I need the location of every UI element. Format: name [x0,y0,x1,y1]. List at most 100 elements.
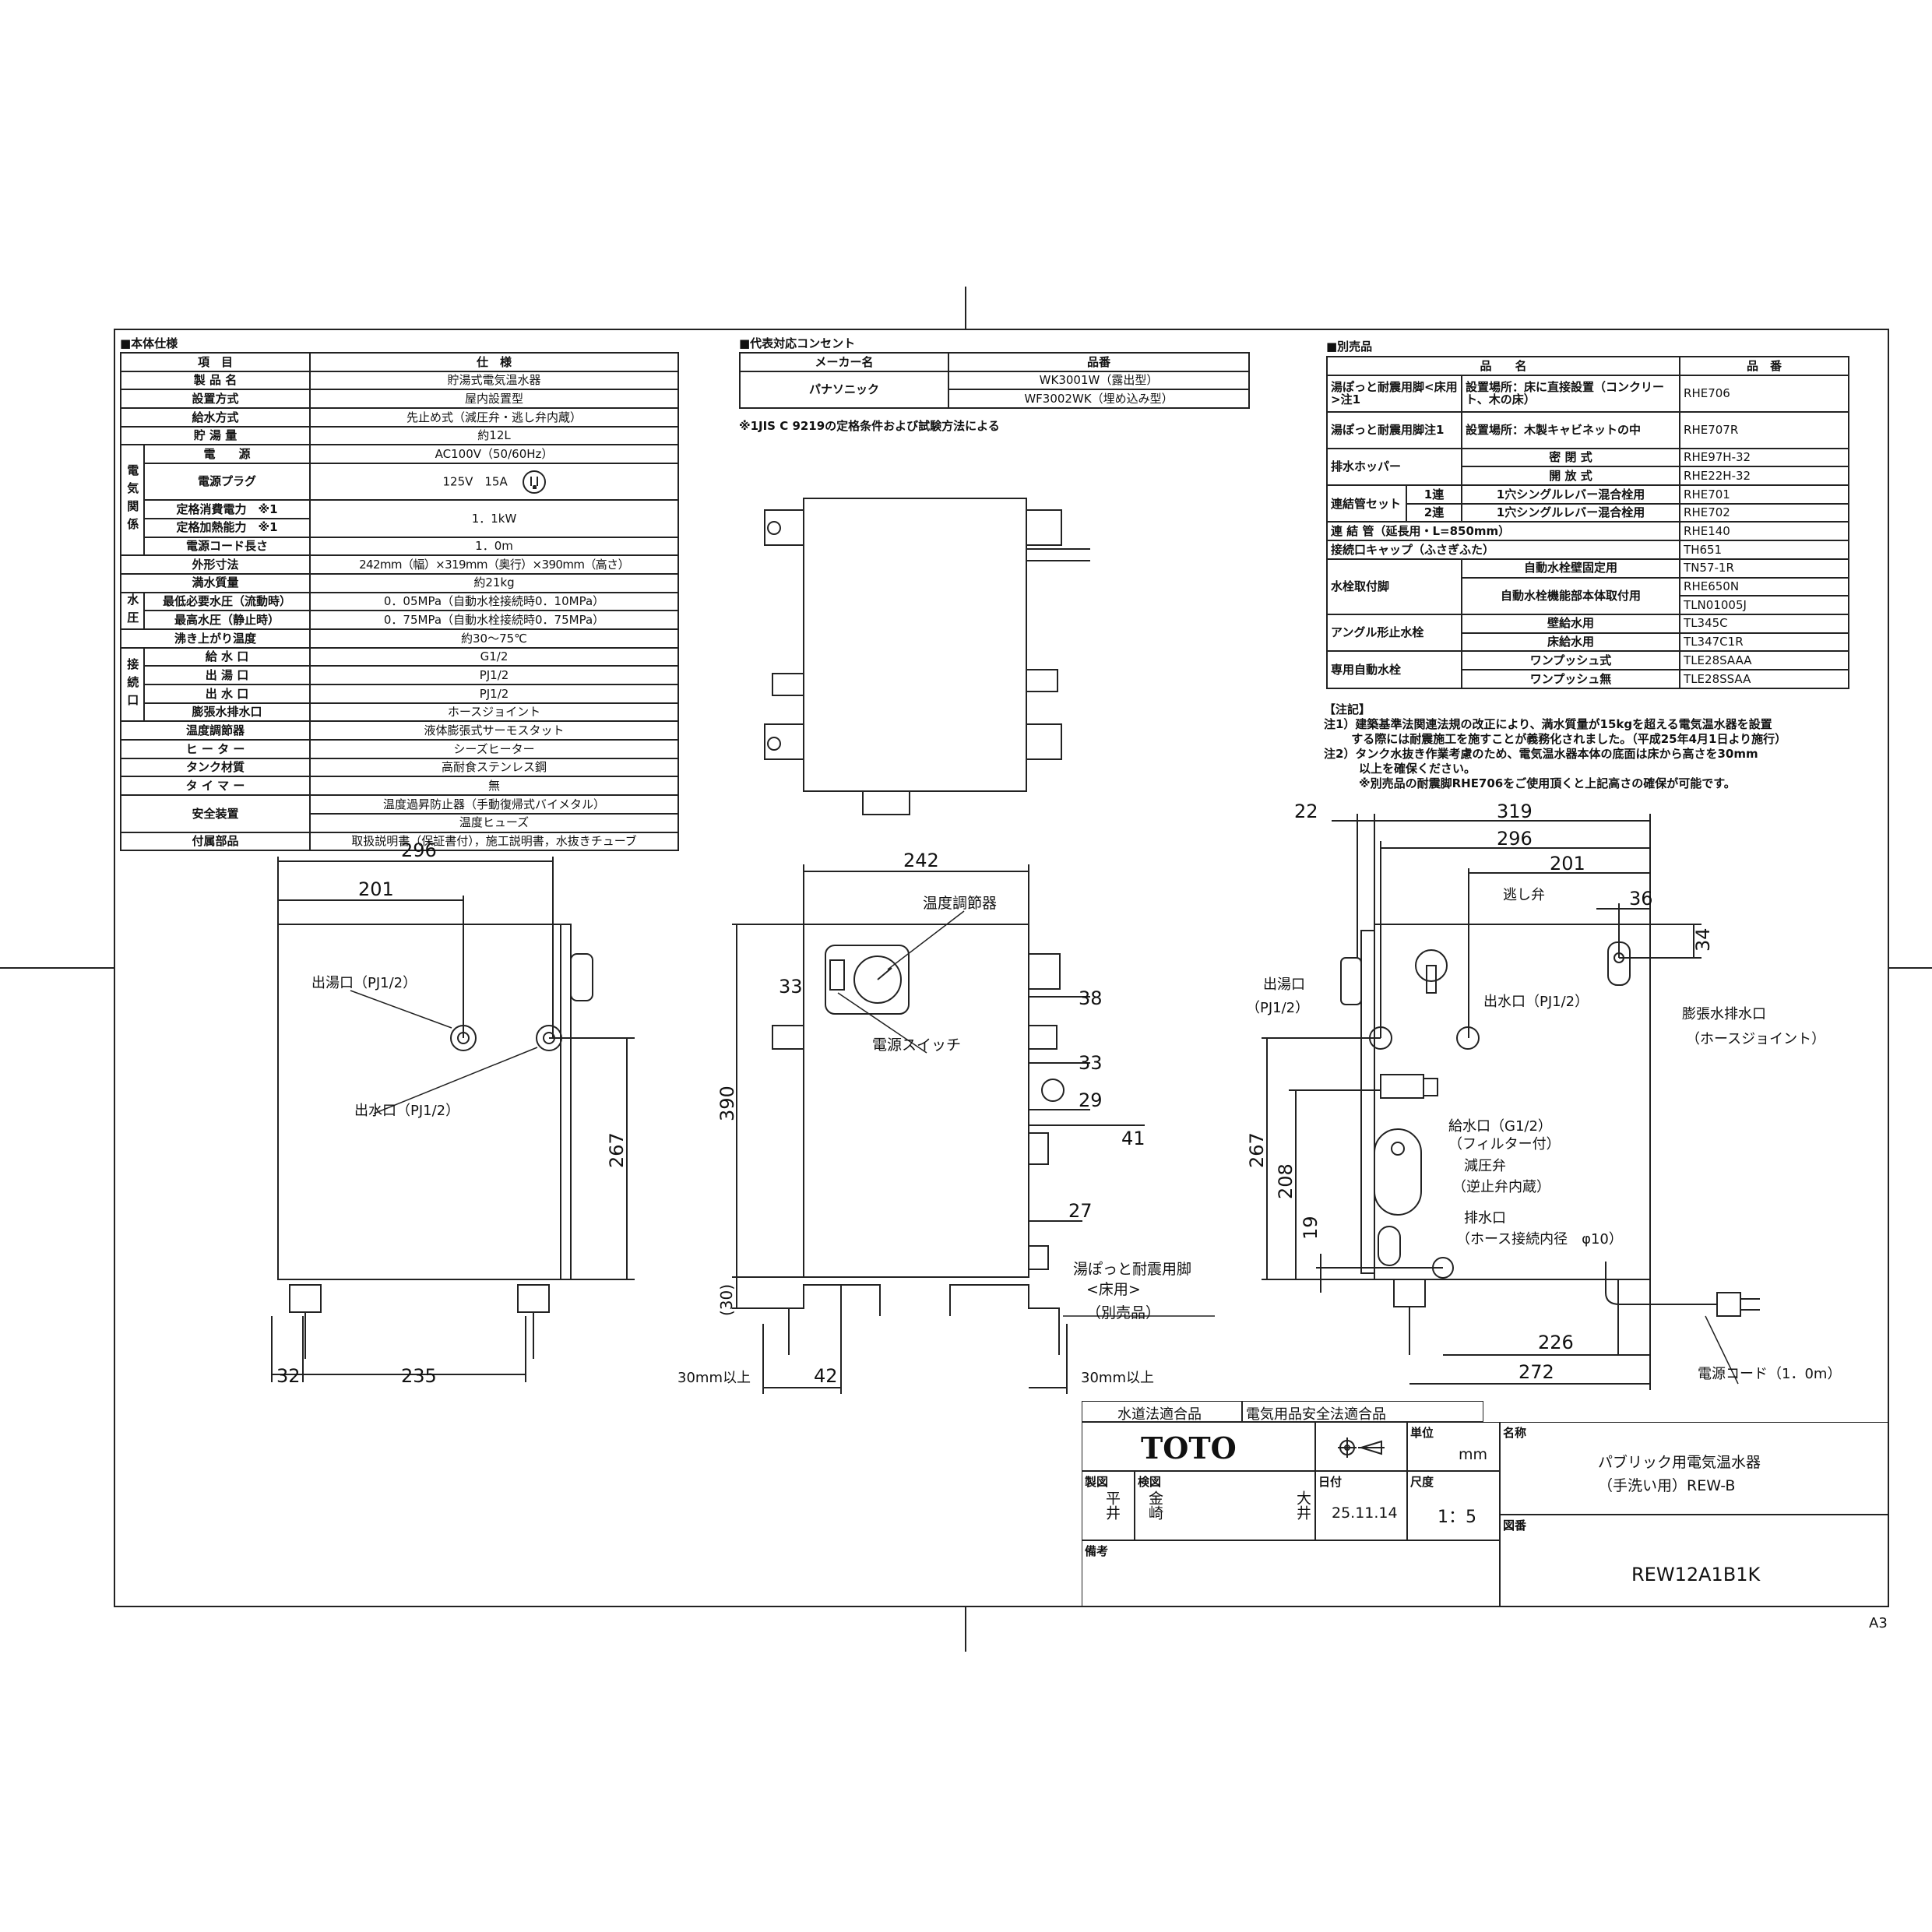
spec-value: シーズヒーター [309,739,680,759]
header-name: 品 名 [1325,356,1681,376]
label-power-switch: 電源スイッチ [872,1036,961,1054]
dim-201: 201 [1550,853,1585,875]
option-number: RHE22H-32 [1679,466,1850,487]
scale-label: 尺度 [1410,1475,1434,1489]
spec-label: 定格消費電力 ※1 [143,499,311,519]
option-number: RHE702 [1679,502,1850,523]
option-detail: 自動水栓壁固定用 [1460,558,1681,579]
label-cold-outlet: 出水口（PJ1/2） [354,1103,459,1119]
third-angle-projection-icon [1338,1438,1385,1458]
checked-label: 検図 [1138,1475,1162,1489]
label-pressure-reducing-valve: 減圧弁 [1464,1158,1506,1174]
header-spec: 仕 様 [309,352,680,372]
spec-value: 0．75MPa（自動水栓接続時0．75MPa） [309,610,680,630]
rear-view [1262,814,1760,1390]
clearance-left: 30mm以上 [677,1370,751,1386]
option-detail: 開 放 式 [1460,466,1681,487]
note-line: 以上を確保ください。 [1324,762,1476,776]
spec-value: 約12L [309,425,680,446]
drawn-by: 平井 [1103,1490,1121,1520]
label-expansion-drain: 膨張水排水口 [1682,1006,1766,1022]
option-name: 接続口キャップ（ふさぎふた） [1325,540,1681,560]
plan-view [764,498,1090,815]
spec-value: PJ1/2 [309,665,680,685]
label-relief-valve: 逃し弁 [1503,887,1545,903]
spec-value: 約21kg [309,572,680,593]
dim-33-right: 33 [1079,1052,1103,1074]
label-hose-joint: （ホースジョイント） [1686,1031,1825,1047]
note-line: ※別売品の耐震脚RHE706をご使用頂くと上記高さの確保が可能です。 [1324,776,1736,790]
outlet-title: ■代表対応コンセント [739,336,856,350]
option-sub: 1連 [1406,484,1462,505]
dim-30: (30) [717,1284,736,1316]
plug-cell: 125V 15A [309,463,680,501]
header-model: 品番 [948,352,1250,372]
option-number: TL345C [1679,613,1850,634]
option-name: 湯ぽっと耐震用脚注1 [1326,410,1462,449]
spec-label: 外形寸法 [119,554,311,575]
cert-water: 水道法適合品 [1082,1401,1242,1423]
front-view [732,864,1215,1394]
label-drain: 排水口 [1464,1210,1506,1226]
sheet-size: A3 [1869,1615,1888,1631]
projection-cell [1315,1422,1407,1471]
option-number: TLN01005J [1679,595,1850,615]
label-leg-optional: （別売品） [1086,1304,1160,1321]
product-model: （手洗い用）REW-B [1598,1477,1736,1494]
dim-41: 41 [1121,1128,1145,1149]
dim-22: 22 [1294,801,1318,822]
option-number: TL347C1R [1679,632,1850,653]
option-detail: 床給水用 [1460,632,1681,653]
spec-label: 沸き上がり温度 [119,628,311,649]
spec-label: 最高水圧（静止時） [143,610,311,630]
maker-name: パナソニック [739,370,949,410]
drawing-number: REW12A1B1K [1631,1564,1761,1585]
spec-value: 0．05MPa（自動水栓接続時0．10MPa） [309,591,680,612]
spec-value: 125V 15A [442,474,508,489]
model-number: WF3002WK（埋め込み型） [948,389,1250,410]
spec-label: 製 品 名 [119,370,311,391]
spec-label: 設置方式 [119,389,311,410]
header-item: 項 目 [119,352,311,372]
spec-label: 定格加熱能力 ※1 [143,517,311,538]
date-label: 日付 [1318,1475,1343,1489]
footnote: ※1JIS C 9219の定格条件および試験方法による [739,419,1000,433]
spec-label: 給 水 口 [143,646,311,667]
option-number: TLE28SAAA [1679,650,1850,670]
option-detail: 設置場所：床に直接設置（コンクリート、木の床） [1460,374,1681,413]
option-detail: 密 閉 式 [1460,447,1681,468]
note-line: する際には耐震施工を施すことが義務化されました。（平成25年4月1日より施行） [1324,732,1787,746]
option-detail: 自動水栓機能部本体取付用 [1460,576,1681,615]
label-leg: 湯ぽっと耐震用脚 [1073,1261,1191,1278]
dim-36: 36 [1629,888,1653,910]
dim-208: 208 [1275,1163,1297,1199]
group-ports: 接続口 [120,646,145,723]
spec-label: 電源コード長さ [143,536,311,557]
dim-272: 272 [1519,1361,1554,1383]
remarks-cell: 備考 [1082,1540,1500,1607]
product-name: パブリック用電気温水器 [1598,1454,1761,1471]
option-sub: 2連 [1406,502,1462,523]
spec-label: 電 源 [143,444,311,465]
side-view [271,857,635,1382]
spec-value: 屋内設置型 [309,389,680,410]
label-water-inlet: 給水口（G1/2） [1448,1118,1552,1135]
spec-label: 出 湯 口 [143,665,311,685]
label-filter: （フィルター付） [1448,1136,1561,1153]
unit-value: mm [1459,1446,1488,1463]
spec-label: 温度調節器 [119,720,311,741]
checked-cell: 検図金崎大井 [1135,1471,1315,1540]
spec-value: 先止め式（減圧弁・逃し弁内蔵） [309,407,680,428]
toto-logo: TOTO [1141,1431,1237,1466]
logo-cell: TOTO [1082,1422,1315,1471]
spec-value: 高耐食ステンレス鋼 [309,757,680,778]
option-name: 湯ぽっと耐震用脚<床用>注1 [1326,374,1462,413]
option-name: 連結管セット [1326,484,1407,523]
dim-42: 42 [814,1365,838,1387]
spec-value-dimensions: 242mm（幅）×319mm（奥行）×390mm（高さ） [309,554,680,575]
option-detail: ワンプッシュ無 [1460,668,1681,689]
option-name: 連 結 管（延長用・L=850mm） [1325,521,1681,542]
